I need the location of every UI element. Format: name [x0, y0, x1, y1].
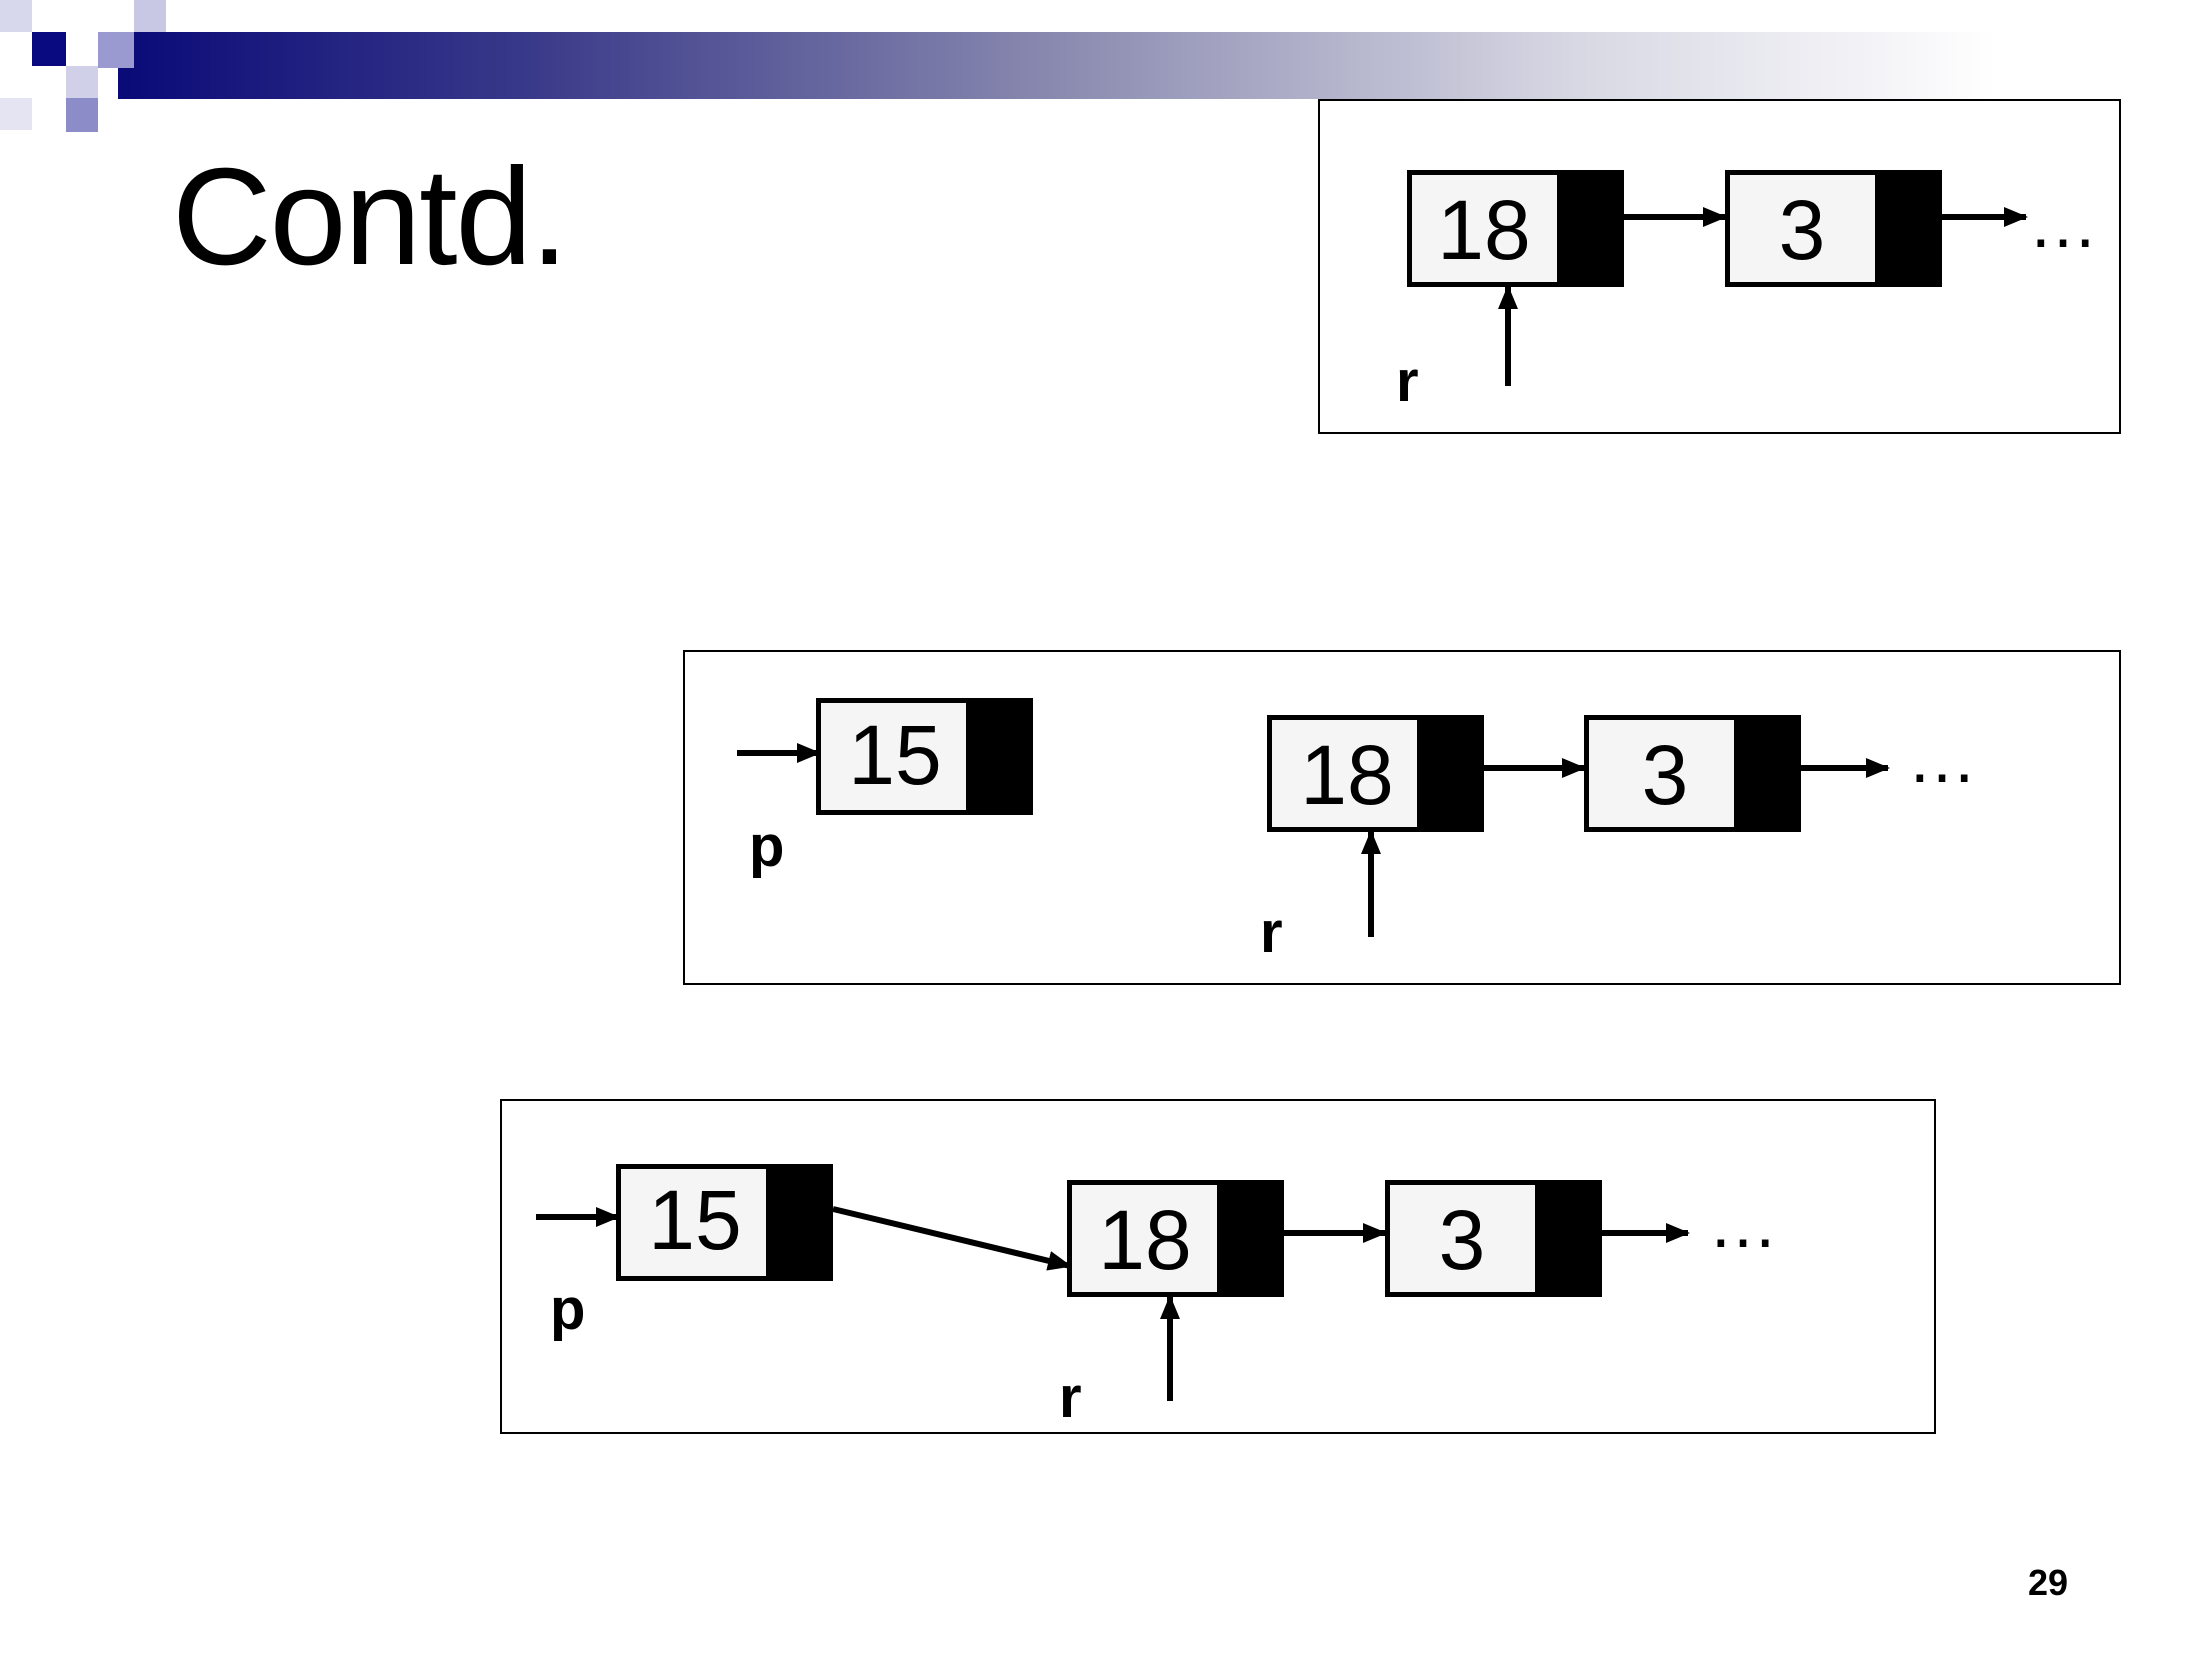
pointer-label-p: p — [749, 814, 784, 879]
node-value-box — [1390, 1185, 1535, 1292]
node-pointer-cell — [1417, 715, 1484, 832]
header-square-decoration — [32, 32, 66, 66]
node-value: 3 — [1439, 1193, 1486, 1287]
pointer-label-r: r — [1396, 349, 1419, 414]
node-value-box — [821, 703, 966, 810]
slide-title: Contd. — [172, 140, 569, 294]
node-value: 18 — [1437, 183, 1530, 277]
header-square-decoration — [0, 98, 32, 130]
pointer-label-r: r — [1260, 900, 1283, 965]
node-value: 15 — [848, 708, 941, 802]
header-square-decoration — [66, 98, 98, 132]
node-value-box — [1072, 1185, 1217, 1292]
continuation-ellipsis: … — [2028, 184, 2098, 262]
node-pointer-cell — [1535, 1180, 1602, 1297]
node-pointer-cell — [1217, 1180, 1284, 1297]
header-gradient-bar — [118, 32, 2205, 99]
node-value: 3 — [1642, 728, 1689, 822]
header-square-decoration — [66, 66, 98, 98]
page-number: 29 — [2028, 1562, 2069, 1603]
node-pointer-cell — [1557, 170, 1624, 287]
continuation-ellipsis: … — [1708, 1184, 1778, 1262]
pointer-label-p: p — [550, 1277, 585, 1342]
diagram-panel-3: p 15 18 3 … r — [500, 1099, 1936, 1434]
node-pointer-cell — [1734, 715, 1801, 832]
node-value: 15 — [648, 1173, 741, 1267]
header-square-decoration — [134, 0, 166, 32]
node-value-box — [1589, 720, 1734, 827]
header-square-decoration — [0, 0, 32, 32]
pointer-label-r: r — [1059, 1365, 1082, 1430]
header-square-decoration — [98, 32, 134, 68]
node-value-box — [621, 1169, 766, 1276]
new-link-arrow — [832, 1206, 1072, 1271]
panel-3-svg: p 15 18 3 … r — [536, 1164, 1778, 1430]
diagram-panel-2: p 15 18 3 … r — [683, 650, 2121, 985]
node-value: 18 — [1300, 728, 1393, 822]
panel-1-svg: 18 3 … r — [1396, 170, 2098, 414]
node-pointer-cell — [1875, 170, 1942, 287]
node-value-box — [1272, 720, 1417, 827]
diagram-panel-1: 18 3 … r — [1318, 99, 2121, 434]
node-pointer-cell — [966, 698, 1033, 815]
node-pointer-cell — [766, 1164, 833, 1281]
node-value-box — [1412, 175, 1557, 282]
node-value: 18 — [1098, 1193, 1191, 1287]
panel-2-svg: p 15 18 3 … r — [737, 698, 1977, 965]
continuation-ellipsis: … — [1907, 719, 1977, 797]
node-value-box — [1730, 175, 1875, 282]
node-value: 3 — [1779, 183, 1826, 277]
